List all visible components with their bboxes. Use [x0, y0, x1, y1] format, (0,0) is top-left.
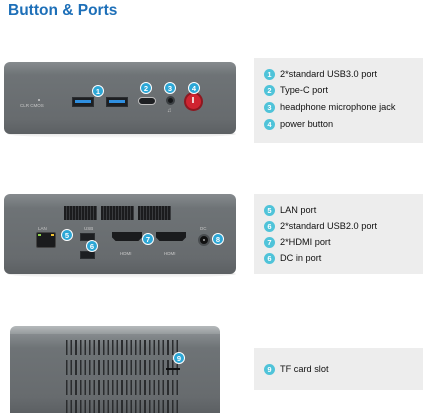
side-vent-row-4 [66, 400, 178, 413]
legend-badge: 4 [264, 118, 275, 130]
callout-9: 9 [173, 352, 185, 364]
legend-text: 2*standard USB2.0 port [280, 221, 378, 231]
legend-item: 7 2*HDMI port [264, 234, 331, 250]
usb2-port-2 [80, 251, 95, 259]
legend-text: power button [280, 119, 334, 129]
hdmi-label-2: HDMI [164, 251, 176, 256]
power-button [186, 94, 201, 109]
callout-8: 8 [212, 233, 224, 245]
legend-text: DC in port [280, 253, 322, 263]
clr-cmos-label: CLR CMOS [20, 103, 44, 108]
legend-item: 9 TF card slot [264, 361, 329, 377]
legend-badge: 2 [264, 84, 275, 96]
callout-7: 7 [142, 233, 154, 245]
callout-2: 2 [140, 82, 152, 94]
vent-block-3 [138, 206, 171, 220]
legend-badge: 6 [264, 252, 275, 264]
legend-badge: 3 [264, 101, 275, 113]
legend-text: LAN port [280, 205, 317, 215]
lan-port [36, 232, 56, 248]
legend-item: 2 Type-C port [264, 82, 328, 98]
side-vent-row-2 [66, 360, 178, 375]
callout-3: 3 [164, 82, 176, 94]
status-led [38, 99, 40, 101]
headset-icon: ♫ [167, 108, 172, 114]
legend-item: 5 LAN port [264, 202, 316, 218]
side-vent-row-3 [66, 380, 178, 395]
legend-text: 2*standard USB3.0 port [280, 69, 378, 79]
vent-block-1 [64, 206, 97, 220]
callout-1: 1 [92, 85, 104, 97]
legend-text: TF card slot [280, 364, 329, 374]
legend-item: 6 DC in port [264, 250, 321, 266]
tf-card-slot [166, 368, 180, 370]
hdmi-port-2 [156, 232, 186, 241]
legend-text: 2*HDMI port [280, 237, 331, 247]
dc-label: DC [200, 226, 207, 231]
legend-side-panel: 9 TF card slot [254, 348, 423, 390]
hdmi-port-1 [112, 232, 142, 241]
type-c-port [138, 97, 156, 105]
callout-5: 5 [61, 229, 73, 241]
legend-item: 6 2*standard USB2.0 port [264, 218, 377, 234]
usb-label: USB [84, 226, 94, 231]
callout-6: 6 [86, 240, 98, 252]
legend-badge: 6 [264, 220, 275, 232]
headphone-jack [166, 96, 175, 105]
hdmi-label-1: HDMI [120, 251, 132, 256]
legend-back-panel: 5 LAN port 6 2*standard USB2.0 port 7 2*… [254, 194, 423, 274]
page-title: Button & Ports [8, 2, 118, 19]
usb3-port-1 [72, 97, 94, 107]
legend-front-panel: 1 2*standard USB3.0 port 2 Type-C port 3… [254, 58, 423, 143]
legend-item: 4 power button [264, 116, 333, 132]
lan-label: LAN [38, 226, 47, 231]
side-vent-row-1 [66, 340, 178, 355]
dc-in-port [198, 234, 210, 246]
legend-badge: 5 [264, 204, 275, 216]
usb3-port-2 [106, 97, 128, 107]
legend-item: 1 2*standard USB3.0 port [264, 66, 377, 82]
callout-4: 4 [188, 82, 200, 94]
legend-badge: 9 [264, 363, 275, 375]
legend-item: 3 headphone microphone jack [264, 99, 395, 115]
device-side-top [10, 326, 220, 336]
legend-badge: 1 [264, 68, 275, 80]
legend-text: Type-C port [280, 85, 328, 95]
vent-block-2 [101, 206, 134, 220]
legend-badge: 7 [264, 236, 275, 248]
legend-text: headphone microphone jack [280, 102, 396, 112]
